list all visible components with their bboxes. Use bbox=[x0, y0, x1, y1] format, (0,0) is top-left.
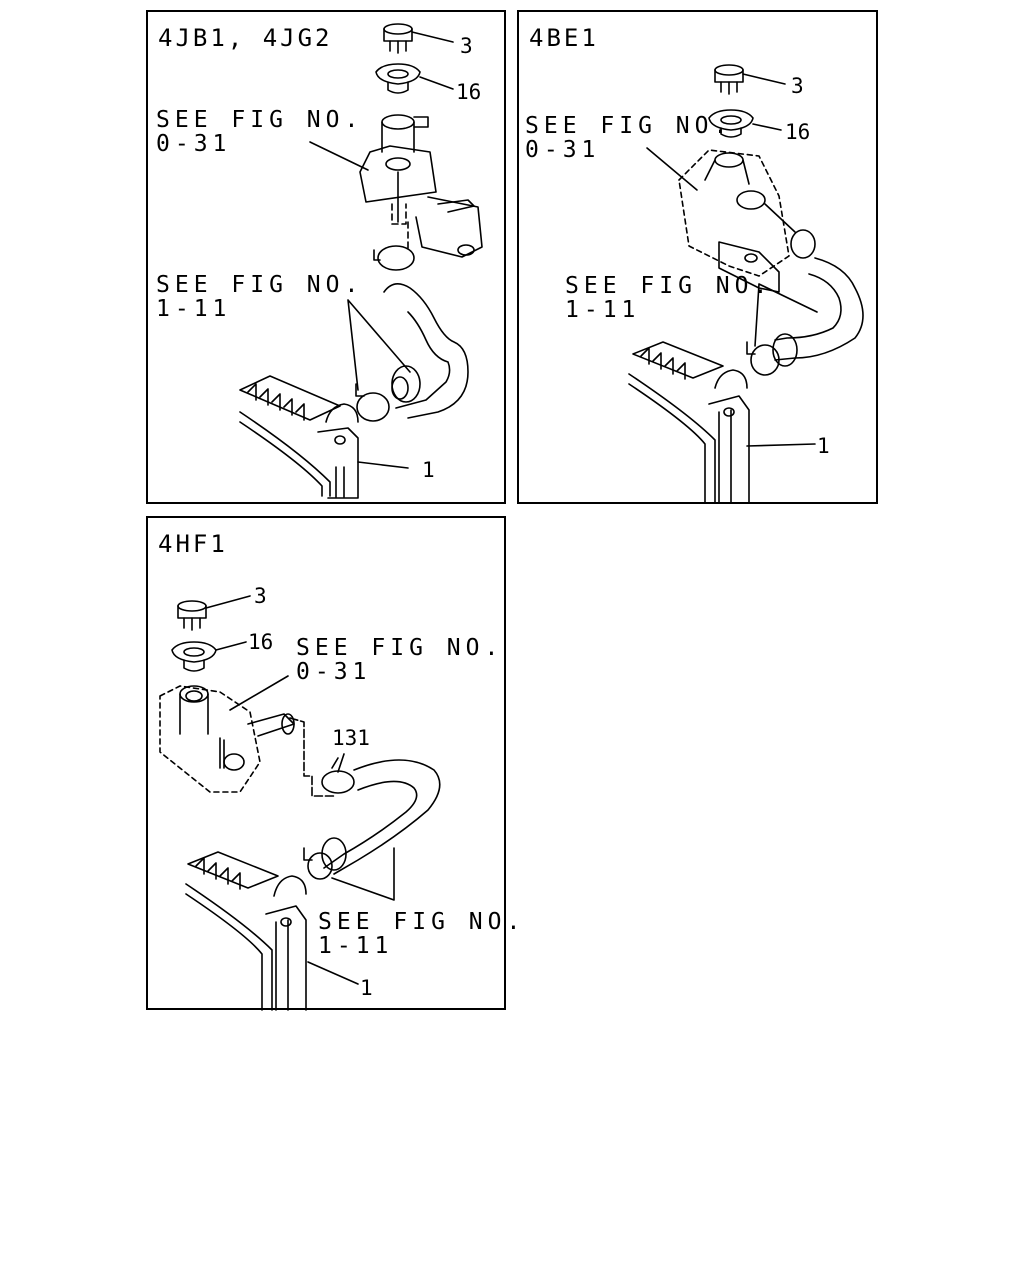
radiator-hose bbox=[383, 283, 469, 419]
hose-routing-line bbox=[289, 717, 335, 797]
thermostat-housing bbox=[678, 149, 816, 293]
callout-131: 131 bbox=[332, 726, 370, 750]
callout-16: 16 bbox=[785, 120, 811, 144]
leader-line-1 bbox=[357, 461, 409, 469]
leader-line-3 bbox=[205, 595, 251, 609]
leader-line-1-11 bbox=[754, 283, 818, 347]
hose-clamp-lower bbox=[355, 383, 390, 422]
panel-title: 4JB1, 4JG2 bbox=[158, 24, 333, 52]
gasket-part bbox=[708, 109, 754, 138]
see-fig-ref-line1: SEE FIG NO. bbox=[156, 107, 364, 133]
panel-drawing bbox=[239, 23, 483, 499]
see-fig-ref-line1: SEE FIG NO. bbox=[296, 635, 504, 661]
leader-line-1-11 bbox=[347, 299, 411, 391]
leader-line-16 bbox=[419, 76, 454, 90]
see-fig-ref-line1: SEE FIG NO. bbox=[318, 909, 526, 935]
radiator-cap-part bbox=[714, 64, 744, 95]
leader-line-131 bbox=[337, 753, 345, 773]
panel-drawing bbox=[159, 595, 441, 1011]
panel-title: 4HF1 bbox=[158, 530, 228, 558]
leader-line-3 bbox=[742, 73, 786, 85]
leader-line-0-31 bbox=[229, 675, 289, 711]
leader-line-1 bbox=[307, 961, 359, 985]
thermostat-housing bbox=[159, 685, 295, 793]
callout-3: 3 bbox=[254, 584, 267, 608]
diagram-panel-4jb1-4jg2: 4JB1, 4JG2 3 16 SEE FIG NO. 0-31 SEE FIG… bbox=[146, 10, 506, 504]
leader-line-16 bbox=[215, 641, 247, 651]
see-fig-ref-line1: SEE FIG NO. bbox=[565, 273, 773, 299]
gasket-part bbox=[375, 63, 421, 94]
hose-clamp-upper bbox=[321, 757, 355, 794]
leader-line-0-31 bbox=[309, 141, 369, 171]
radiator-cap-part bbox=[177, 600, 207, 631]
see-fig-ref-line2: 0-31 bbox=[296, 659, 372, 685]
leader-line-3 bbox=[411, 31, 454, 43]
see-fig-ref-line2: 0-31 bbox=[525, 137, 601, 163]
see-fig-ref-line2: 0-31 bbox=[156, 131, 232, 157]
leader-line-1 bbox=[746, 443, 816, 447]
panel-drawing bbox=[628, 64, 864, 503]
thermostat-housing bbox=[359, 114, 483, 258]
callout-1: 1 bbox=[422, 458, 435, 482]
leader-line-0-31 bbox=[646, 147, 698, 191]
callout-16: 16 bbox=[248, 630, 274, 654]
diagram-panel-4be1: 4BE1 3 16 SEE FIG NO. 0-31 SEE FIG NO. 1… bbox=[517, 10, 878, 504]
callout-3: 3 bbox=[460, 34, 473, 58]
see-fig-ref-line1: SEE FIG NO. bbox=[156, 272, 364, 298]
gasket-part bbox=[171, 641, 217, 672]
see-fig-ref-line2: 1-11 bbox=[565, 297, 641, 323]
radiator-hose bbox=[321, 759, 441, 875]
radiator-cap-part bbox=[383, 23, 413, 54]
see-fig-ref-line2: 1-11 bbox=[156, 296, 232, 322]
panel-title: 4BE1 bbox=[529, 24, 599, 52]
radiator-part bbox=[239, 375, 359, 499]
radiator-hose bbox=[772, 257, 864, 367]
callout-1: 1 bbox=[360, 976, 373, 1000]
callout-3: 3 bbox=[791, 74, 804, 98]
radiator-part bbox=[628, 341, 750, 503]
see-fig-ref-line2: 1-11 bbox=[318, 933, 394, 959]
callout-1: 1 bbox=[817, 434, 830, 458]
hose-clamp-lower bbox=[303, 847, 333, 880]
leader-line-16 bbox=[752, 123, 782, 131]
hose-clamp-lower bbox=[746, 341, 780, 376]
diagram-panel-4hf1: 4HF1 3 16 SEE FIG NO. 0-31 131 SEE FIG N… bbox=[146, 516, 520, 1011]
callout-16: 16 bbox=[456, 80, 482, 104]
hose-clamp-upper bbox=[373, 245, 415, 271]
leader-line-1-11 bbox=[331, 847, 395, 901]
see-fig-ref-line1: SEE FIG NO. bbox=[525, 113, 733, 139]
radiator-part bbox=[185, 851, 307, 1011]
